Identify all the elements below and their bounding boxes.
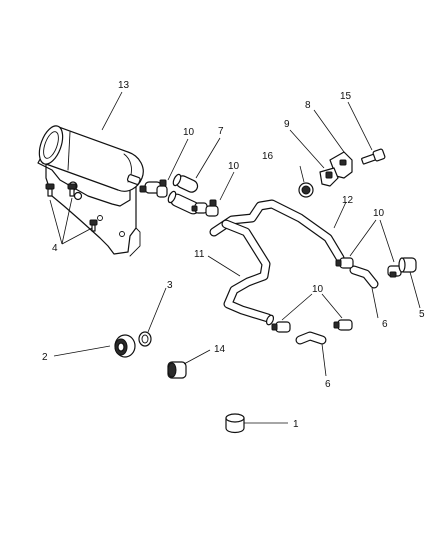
callout-6: 6	[325, 379, 331, 390]
bolt	[89, 219, 98, 232]
callout-5: 5	[419, 309, 425, 320]
elbow-hose-part-6-upper	[349, 265, 379, 289]
o-ring-part-3	[138, 331, 152, 347]
callout-11: 11	[194, 249, 205, 260]
callout-15: 15	[340, 91, 352, 102]
callout-10: 10	[228, 161, 240, 172]
callout-labels: 13 10 7 10 16 9 8 15 12 10 11 4 3 2 14 1…	[42, 80, 425, 430]
bolt	[67, 183, 77, 197]
callout-9: 9	[284, 119, 290, 130]
bolt	[45, 183, 55, 197]
hose-part-11	[221, 219, 275, 326]
elbow-hose-part-6-lower	[295, 331, 327, 345]
callout-8: 8	[305, 100, 311, 111]
hose-clamp	[205, 199, 219, 217]
callout-1: 1	[293, 419, 299, 430]
leader-lines	[49, 91, 421, 424]
callout-10: 10	[312, 284, 324, 295]
hose-clamp	[335, 257, 354, 269]
grommet-part-16	[298, 182, 314, 198]
hose-clamp	[333, 319, 353, 331]
hose-clamp	[191, 202, 208, 214]
callout-3: 3	[167, 280, 173, 291]
callout-7: 7	[218, 126, 224, 137]
callout-2: 2	[42, 352, 48, 363]
bracket-part-9	[319, 167, 339, 187]
callout-14: 14	[214, 344, 226, 355]
hose-clamp	[271, 321, 291, 333]
hose-part-12	[209, 199, 345, 263]
grommet-part-2	[114, 334, 136, 358]
callout-4: 4	[52, 243, 58, 254]
canister-body	[45, 125, 144, 192]
hose-clamp	[156, 179, 168, 198]
bolts-part-4	[45, 183, 98, 232]
callout-16: 16	[262, 151, 274, 162]
callout-13: 13	[118, 80, 130, 91]
canister-end-cap	[38, 125, 64, 165]
canister-assembly	[37, 125, 144, 257]
sleeve-part-14	[167, 361, 187, 379]
callout-10: 10	[183, 127, 195, 138]
callout-12: 12	[342, 195, 354, 206]
cap-part-1	[225, 413, 245, 434]
callout-10: 10	[373, 208, 385, 219]
bolt-part-15	[361, 148, 386, 165]
callout-6: 6	[382, 319, 388, 330]
fitting-part-5	[398, 257, 417, 273]
